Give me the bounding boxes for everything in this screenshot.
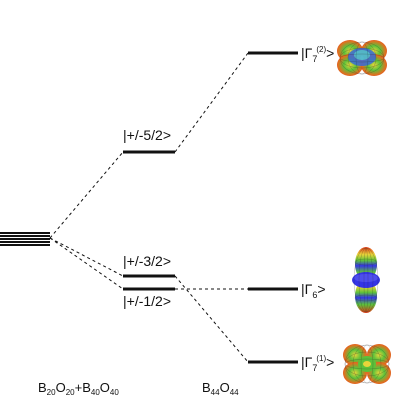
orbital-bottom — [343, 344, 391, 384]
label-j12: |+/-1/2> — [123, 293, 171, 309]
orbital-middle — [352, 247, 380, 313]
label-gamma7-1: |Γ7(1)> — [301, 354, 334, 373]
connector-stack-to-j52 — [49, 151, 124, 239]
label-j32: |+/-3/2> — [123, 253, 171, 269]
label-j52: |+/-5/2> — [123, 127, 171, 143]
label-left-compounds: B20O20+B40O40 — [38, 380, 119, 397]
orbital-top — [337, 40, 387, 76]
connector-j32-to-gamma7-1 — [174, 275, 249, 363]
label-gamma6: |Γ6> — [301, 281, 326, 300]
dashed-connectors — [49, 52, 249, 363]
label-right-compound: B44O44 — [202, 380, 239, 397]
connector-stack-to-j12 — [49, 237, 124, 290]
label-gamma7-2: |Γ7(2)> — [301, 45, 334, 64]
connector-stack-to-j32 — [49, 237, 124, 277]
connector-j52-to-gamma7-2 — [174, 52, 249, 153]
degenerate-level-stack — [0, 232, 50, 246]
